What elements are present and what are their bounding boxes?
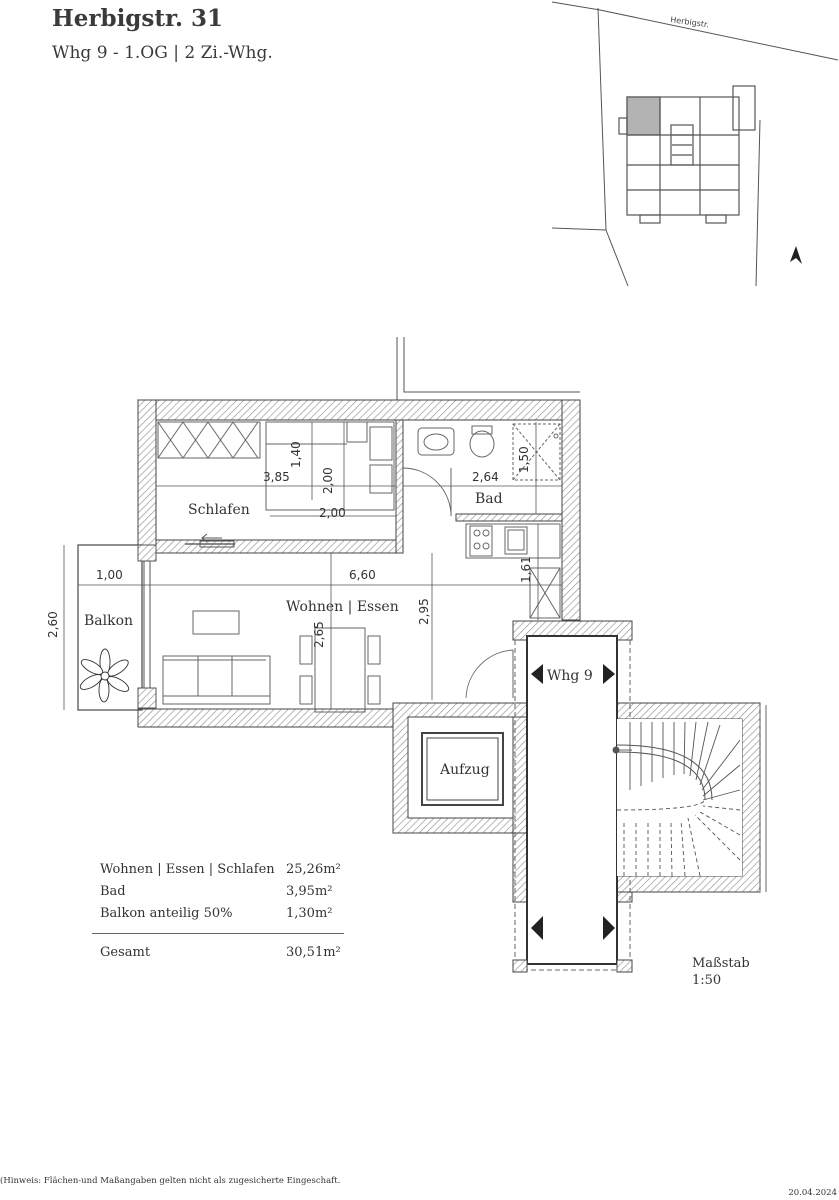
living-furniture (162, 610, 514, 713)
area-row: Bad 3,95m² (92, 884, 344, 906)
total-row: Gesamt 30,51m² (92, 945, 344, 967)
arrow-left-icon (531, 664, 543, 940)
dim-bed-2-00: 2,00 (319, 506, 346, 520)
area-label: Bad (100, 884, 126, 899)
dimension-lines (63, 422, 562, 710)
arrow-right-icon (603, 664, 615, 940)
dim-balkon-depth: 2,60 (46, 611, 60, 638)
plant-icon (79, 648, 130, 703)
room-label-schlafen: Schlafen (188, 502, 250, 518)
dim-balkon-width: 1,00 (96, 568, 123, 582)
dim-bedroom-width: 3,85 (263, 470, 290, 484)
kitchen (465, 523, 561, 619)
dim-bed-2-00-vertical: 2,00 (321, 467, 335, 494)
elevator (421, 732, 504, 806)
page-subtitle: Whg 9 - 1.OG | 2 Zi.-Whg. (52, 43, 273, 63)
area-value: 3,95m² (286, 884, 333, 899)
area-value: 1,30m² (286, 906, 333, 921)
unit-label: Whg 9 (547, 668, 593, 684)
total-label: Gesamt (100, 945, 151, 960)
bath-fixtures (402, 423, 561, 517)
area-value: 25,26m² (286, 862, 341, 877)
street-label: Herbigstr. (670, 15, 710, 29)
room-label-bad: Bad (475, 491, 503, 507)
balcony (77, 544, 157, 711)
area-label: Wohnen | Essen | Schlafen (100, 862, 275, 877)
exterior-walls (136, 399, 581, 728)
north-arrow-icon (790, 246, 802, 264)
site-plan: Herbigstr. (551, 1, 839, 287)
total-value: 30,51m² (286, 945, 341, 960)
page-title: Herbigstr. 31 (52, 5, 223, 32)
disclaimer-note: (Hinweis: Flächen-und Maßangaben gelten … (0, 1176, 341, 1186)
divider (92, 933, 344, 934)
dim-living-2-95: 2,95 (417, 598, 431, 625)
dim-bed-1-40: 1,40 (289, 441, 303, 468)
dim-dining-2-65: 2,65 (312, 621, 326, 648)
dim-living-width: 6,60 (349, 568, 376, 582)
scale-label: Maßstab (692, 956, 750, 971)
staircase (612, 719, 742, 877)
area-row: Wohnen | Essen | Schlafen 25,26m² (92, 862, 344, 884)
corridor-walkway (526, 635, 618, 965)
arrow-left-icon (201, 533, 222, 543)
dim-kitchen-1-61: 1,61 (519, 556, 533, 583)
date-label: 20.04.2024 (788, 1188, 837, 1198)
dim-bath-1-50: 1,50 (517, 446, 531, 473)
scale-info: Maßstab 1:50 (692, 955, 750, 989)
room-label-balkon: Balkon (84, 613, 133, 629)
area-row: Balkon anteilig 50% 1,30m² (92, 906, 344, 928)
scale-value: 1:50 (692, 973, 722, 988)
dim-bath-width: 2,64 (472, 470, 499, 484)
room-label-aufzug: Aufzug (439, 762, 490, 778)
stairwell-walls (392, 620, 761, 903)
room-label-wohnen: Wohnen | Essen (286, 599, 399, 615)
bedroom-furniture (157, 421, 395, 548)
area-label: Balkon anteilig 50% (100, 906, 233, 921)
area-table: Wohnen | Essen | Schlafen 25,26m² Bad 3,… (92, 862, 344, 967)
